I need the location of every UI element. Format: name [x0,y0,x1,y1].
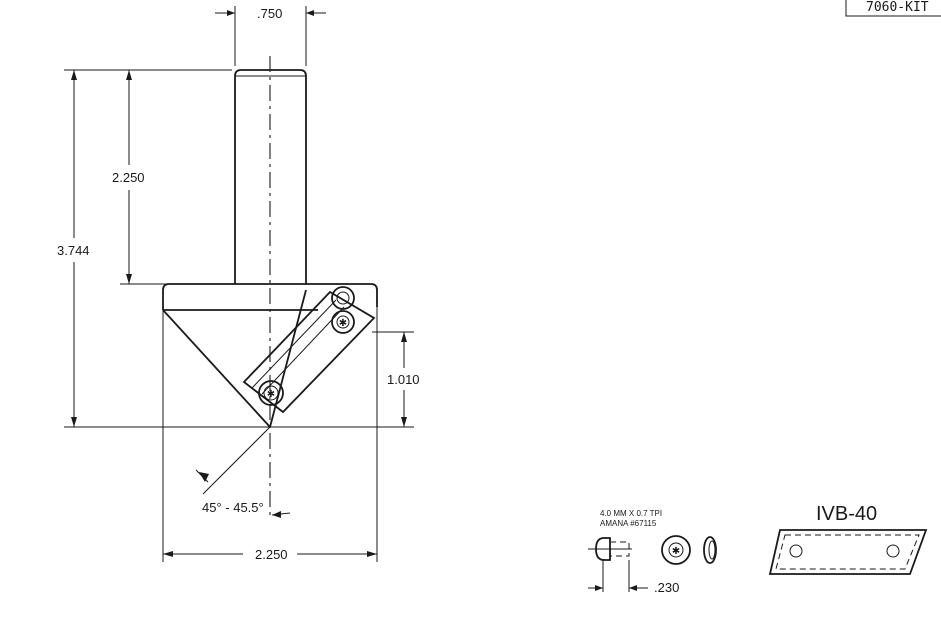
dim-shank-length: 2.250 [64,69,232,285]
insert-blade-inner-line-2 [261,306,345,395]
dim-cutting-height: 1.010 [372,331,420,427]
screw-head-top-outer [661,535,691,565]
upper-screw-torx-icon: ✱ [339,318,347,329]
dim-angle: 45° - 45.5° [195,426,291,518]
screw-part-label: AMANA #67115 [600,519,657,528]
angle-label: 45° - 45.5° [202,500,264,515]
screw-detail: 4.0 MM X 0.7 TPI AMANA #67115 .230 ✱ [588,509,717,595]
washer-edge-inner [708,540,716,560]
shank-diameter-label: .750 [257,6,282,21]
insert-hole-left [789,544,803,558]
upper-screw-inner [336,315,350,329]
shank-length-label: 2.250 [112,170,145,185]
overall-length-label: 3.744 [57,243,90,258]
part-number: 7060-KIT [866,0,929,15]
upper-screw-outer [331,310,355,334]
insert-detail: IVB-40 [768,503,928,575]
head-outline [162,283,378,307]
dim-overall-length: 3.744 [57,70,90,427]
left-cutting-edge [162,309,271,428]
screw-head-side [595,537,611,561]
insert-blade-inner-line [251,299,337,389]
insert-blade [242,290,376,414]
part-number-box: 7060-KIT [845,0,941,17]
lower-screw-inner [263,385,279,401]
screw-head-top-inner [668,542,684,558]
lower-screw-torx-icon: ✱ [267,389,275,400]
screw-spec-label: 4.0 MM X 0.7 TPI [600,509,662,518]
insert-outline [768,529,928,575]
cutting-height-label: 1.010 [387,372,420,387]
screw-thread-side [609,541,630,557]
insert-hidden-outline [775,534,920,570]
dim-shank-diameter: .750 [215,6,326,66]
dim-cutting-diameter: 2.250 [163,547,377,562]
router-bit-body: ✱ ✱ [162,69,378,428]
insert-hole-right [886,544,900,558]
screw-torx-icon: ✱ [672,546,680,557]
lower-screw-outer [258,380,284,406]
washer-edge-view [703,536,717,564]
pin-hole-inner [336,291,350,305]
screw-length-label: .230 [654,580,679,595]
cutting-diameter-label: 2.250 [255,547,288,562]
insert-name-label: IVB-40 [816,503,877,525]
pin-hole-outer [331,286,355,310]
